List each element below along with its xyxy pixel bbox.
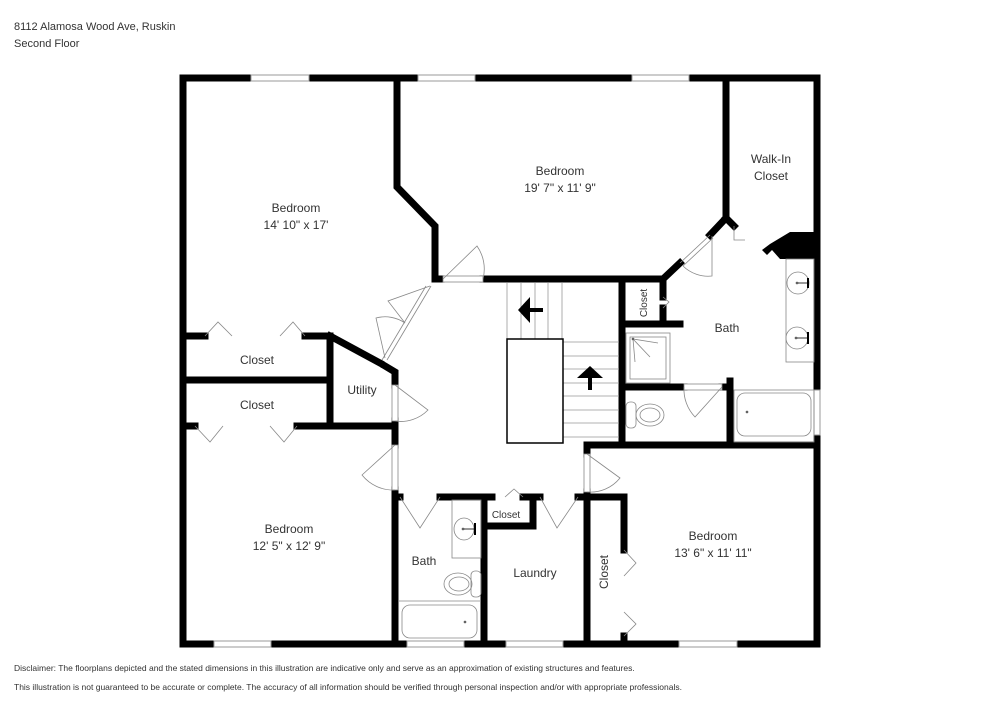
room-labels: Bedroom 14' 10" x 17' Bedroom 19' 7" x 1… (240, 152, 791, 589)
bathtub-icon (733, 389, 815, 443)
room-label-closet-master: Closet (639, 289, 650, 318)
room-dims-bedroom-3: 12' 5" x 12' 9" (253, 539, 325, 553)
linen-cabinet-shape (762, 232, 817, 259)
room-label-bedroom-1: Bedroom (272, 201, 321, 215)
room-label-closet-bed4: Closet (597, 554, 611, 589)
room-label-closet-bed1: Closet (240, 353, 275, 367)
toilet-icon (443, 570, 482, 598)
room-label-bedroom-4: Bedroom (689, 529, 738, 543)
property-address: 8112 Alamosa Wood Ave, Ruskin (14, 21, 176, 33)
room-label-hall-closet: Closet (492, 510, 521, 521)
staircase (506, 283, 619, 444)
shower-icon (625, 332, 671, 384)
disclaimer-line-1: Disclaimer: The floorplans depicted and … (14, 663, 635, 673)
hall-vanity (451, 499, 482, 559)
room-dims-bedroom-2: 19' 7" x 11' 9" (524, 181, 596, 195)
room-label-walk-in-closet-2: Closet (754, 169, 789, 183)
room-label-bedroom-2: Bedroom (536, 164, 585, 178)
floor-label: Second Floor (14, 38, 80, 50)
room-label-master-bath: Bath (715, 321, 740, 335)
walls (179, 74, 821, 648)
room-label-bedroom-3: Bedroom (265, 522, 314, 536)
room-label-utility: Utility (347, 383, 376, 397)
toilet-icon (625, 401, 665, 429)
fixtures (398, 258, 815, 639)
doors[interactable] (194, 226, 745, 637)
master-vanity (785, 258, 815, 363)
windows (213, 74, 821, 648)
room-label-closet-bed3: Closet (240, 398, 275, 412)
stair-arrow-left-icon (518, 297, 543, 323)
room-label-hall-bath: Bath (412, 554, 437, 568)
sink-icon (786, 271, 810, 295)
sink-icon (453, 517, 476, 541)
room-label-laundry: Laundry (513, 566, 556, 580)
sink-icon (785, 326, 809, 350)
room-label-walk-in-closet-1: Walk-In (751, 152, 791, 166)
stair-landing (506, 338, 564, 444)
disclaimer-line-2: This illustration is not guaranteed to b… (14, 682, 682, 692)
bathtub-icon (398, 600, 481, 639)
stair-arrow-up-icon (577, 366, 603, 390)
room-dims-bedroom-4: 13' 6" x 11' 11" (674, 546, 751, 560)
room-dims-bedroom-1: 14' 10" x 17' (264, 218, 329, 232)
